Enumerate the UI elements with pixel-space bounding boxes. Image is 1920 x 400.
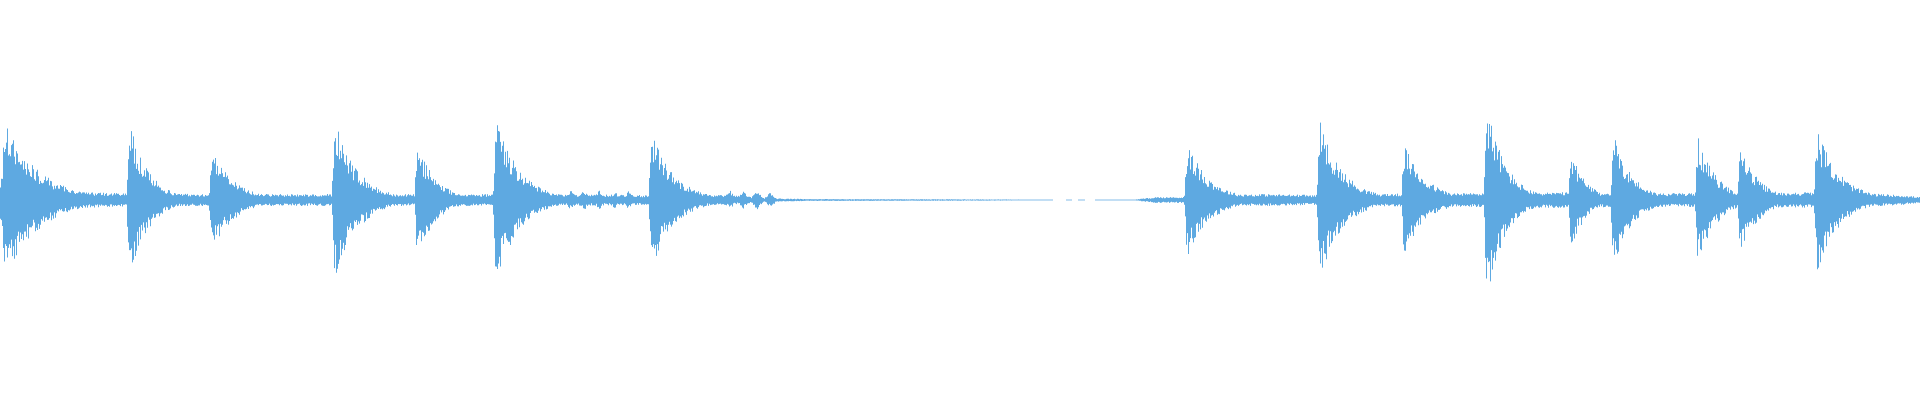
waveform-path bbox=[0, 122, 1920, 282]
waveform-samples bbox=[0, 122, 1920, 282]
